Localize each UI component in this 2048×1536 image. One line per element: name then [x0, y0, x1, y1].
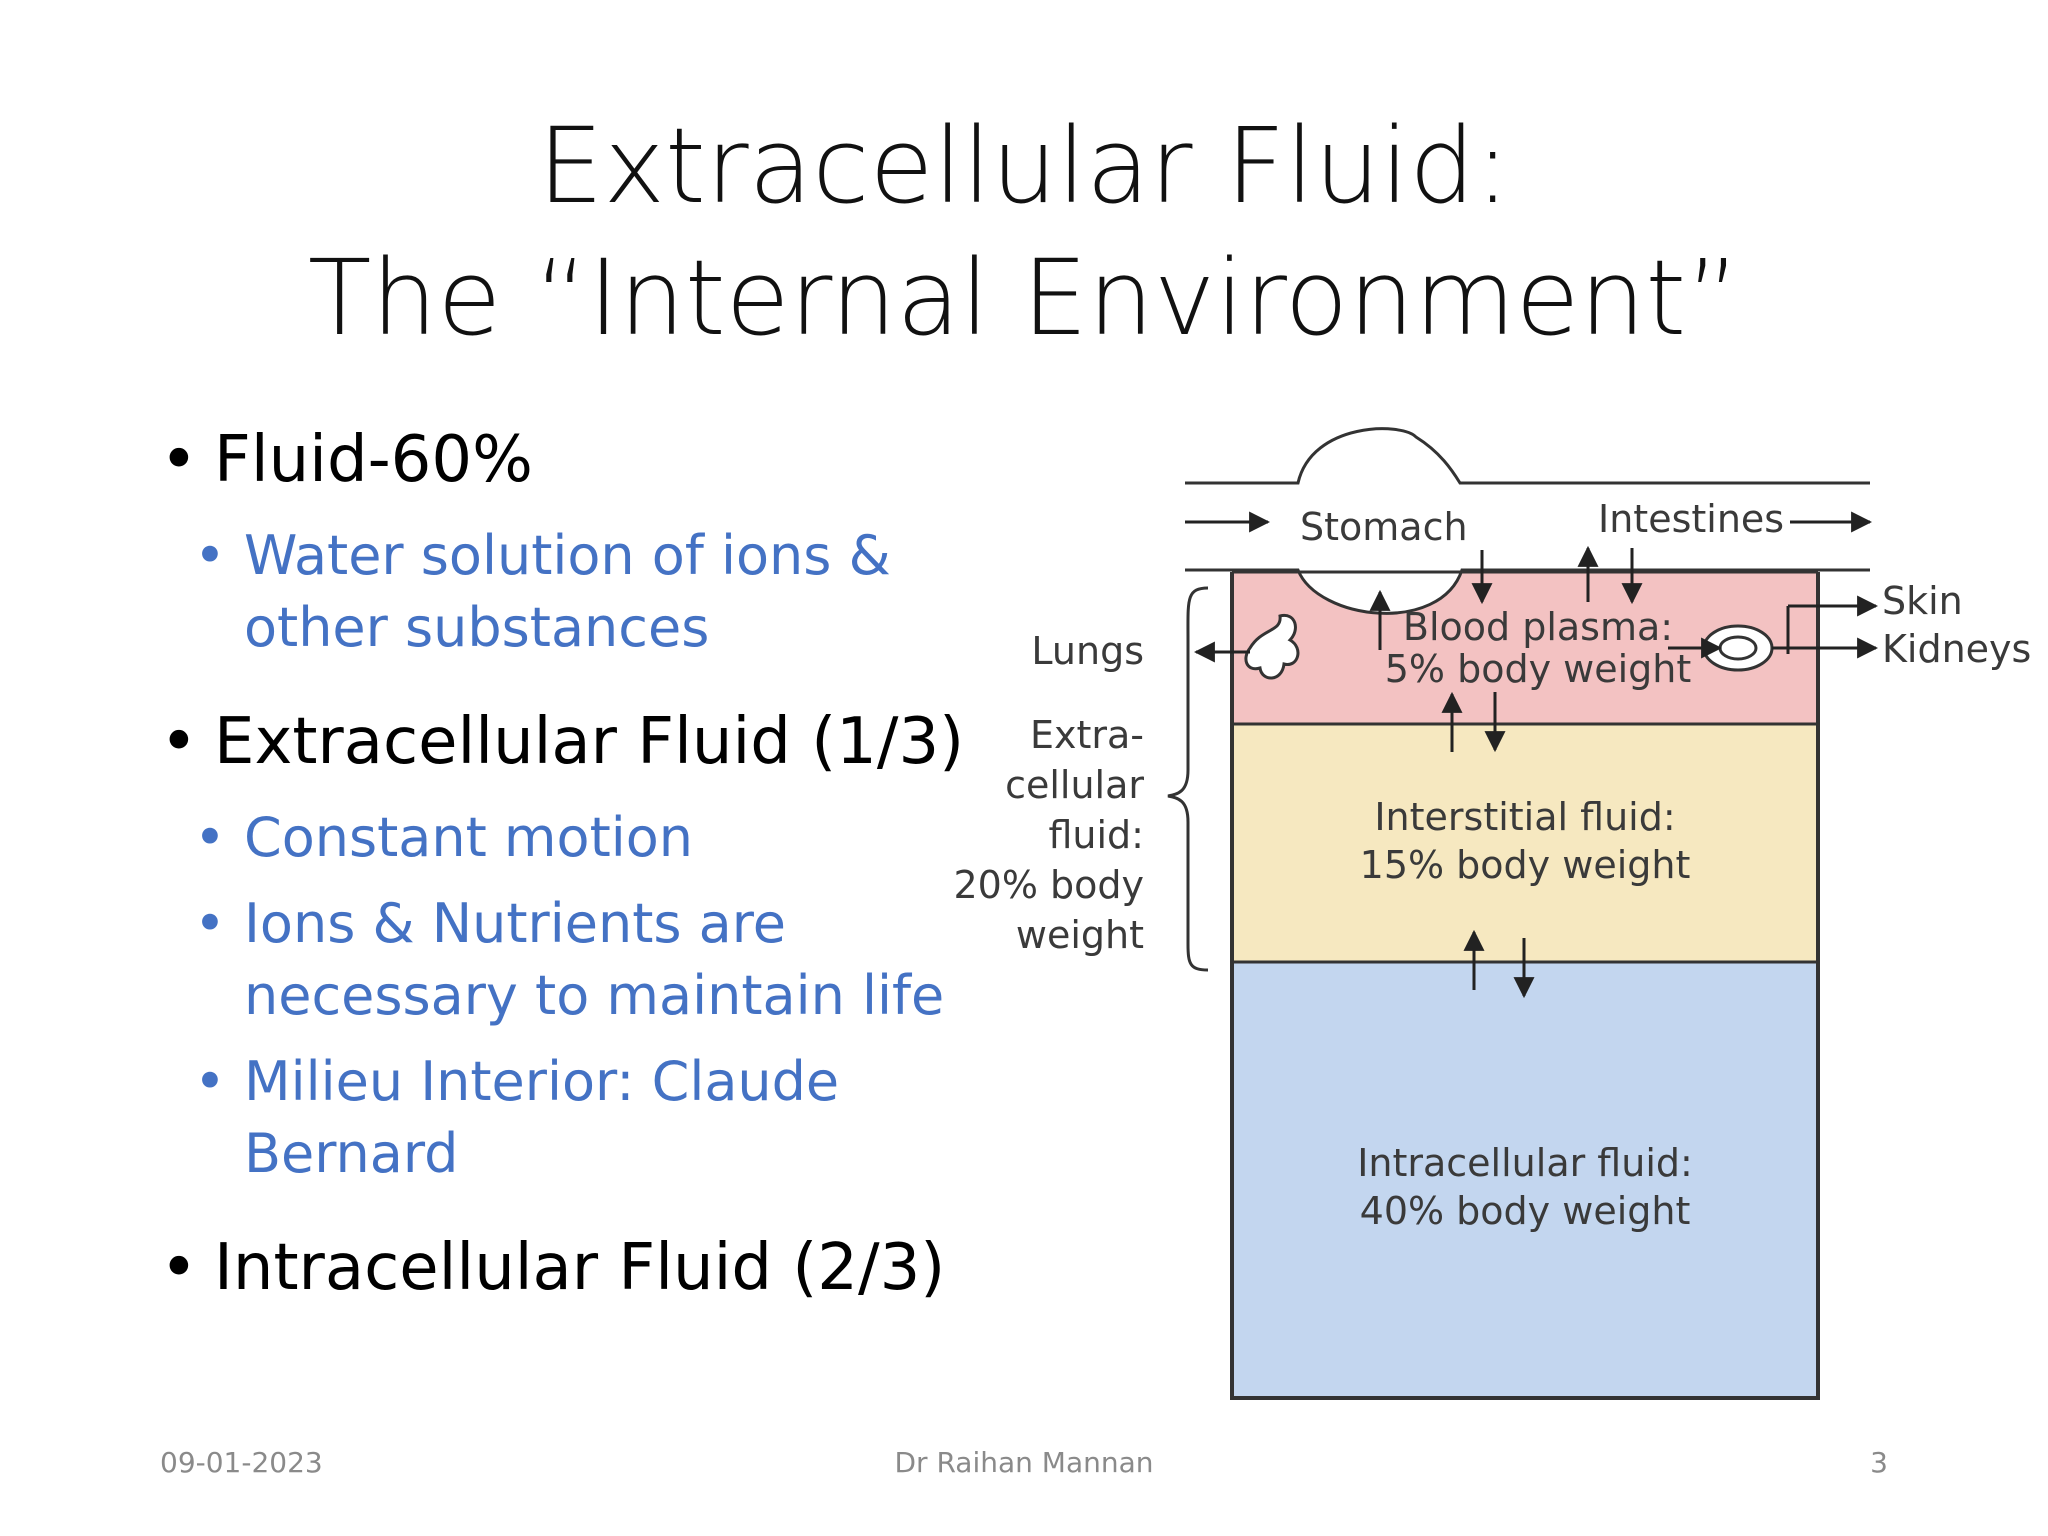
bullet-icf-text: Intracellular Fluid (2/3)	[214, 1231, 946, 1305]
bullet-dot: •	[160, 423, 198, 497]
bullet-dot: •	[160, 705, 198, 779]
interstitial-compartment	[1232, 724, 1818, 962]
bullet-dot: •	[194, 892, 226, 955]
sub-bullet-ecf-2: • Ions & Nutrients are necessary to main…	[160, 888, 1000, 1032]
bullet-dot: •	[194, 524, 226, 587]
interstitial-label-line-2: 15% body weight	[1360, 843, 1691, 887]
title-line-1: Extracellular Fluid:	[537, 105, 1511, 227]
ecf-label-line-1: Extra-	[1030, 713, 1144, 757]
kidneys-label: Kidneys	[1882, 627, 2031, 671]
footer-date: 09-01-2023	[160, 1446, 323, 1479]
plasma-label-line-2: 5% body weight	[1385, 647, 1692, 691]
sub-bullet-ecf-1: • Constant motion	[160, 802, 1000, 874]
ecf-label-line-4: 20% body	[953, 863, 1144, 907]
title-line-2: The “Internal Environment”	[307, 237, 1741, 359]
lungs-label: Lungs	[1031, 629, 1144, 673]
ecf-label-line-5: weight	[1016, 913, 1144, 957]
bullet-fluid-text: Fluid-60%	[214, 423, 533, 497]
bullet-ecf-text: Extracellular Fluid (1/3)	[214, 705, 965, 779]
sub-bullet-ecf-2-text: Ions & Nutrients are necessary to mainta…	[244, 892, 945, 1027]
interstitial-label-line-1: Interstitial fluid:	[1374, 795, 1675, 839]
ecf-brace	[1167, 586, 1209, 972]
sub-bullet-fluid: • Water solution of ions & other substan…	[160, 520, 1000, 664]
intestines-label: Intestines	[1598, 497, 1784, 541]
ecf-label-line-3: fluid:	[1048, 813, 1144, 857]
ecf-label-line-2: cellular	[1005, 763, 1144, 807]
bullet-list: • Fluid-60% • Water solution of ions & o…	[160, 420, 1000, 1328]
bullet-icf: • Intracellular Fluid (2/3)	[160, 1228, 1000, 1308]
slide-title: Extracellular Fluid: The “Internal Envir…	[0, 100, 2048, 364]
intracellular-label-line-2: 40% body weight	[1360, 1189, 1691, 1233]
bullet-fluid: • Fluid-60%	[160, 420, 1000, 500]
sub-bullet-ecf-1-text: Constant motion	[244, 806, 694, 869]
sub-bullet-ecf-3: • Milieu Interior: Claude Bernard	[160, 1046, 1000, 1190]
footer-author: Dr Raihan Mannan	[894, 1446, 1154, 1479]
bullet-ecf: • Extracellular Fluid (1/3)	[160, 702, 1000, 782]
bullet-dot: •	[194, 1050, 226, 1113]
sub-bullet-fluid-text: Water solution of ions & other substance…	[244, 524, 891, 659]
bullet-dot: •	[194, 806, 226, 869]
body-fluid-diagram: Stomach Intestines Lungs Skin Kidneys Ex…	[950, 420, 2048, 1420]
sub-bullet-ecf-3-text: Milieu Interior: Claude Bernard	[244, 1050, 840, 1185]
stomach-label: Stomach	[1300, 505, 1468, 549]
plasma-label-line-1: Blood plasma:	[1403, 605, 1673, 649]
lung-alveoli-icon	[1244, 613, 1300, 680]
intracellular-label-line-1: Intracellular fluid:	[1357, 1141, 1693, 1185]
footer-page-number: 3	[1870, 1446, 1888, 1479]
bullet-dot: •	[160, 1231, 198, 1305]
gut-tube-top	[1185, 427, 1870, 485]
intracellular-compartment	[1232, 962, 1818, 1398]
skin-label: Skin	[1882, 579, 1963, 623]
